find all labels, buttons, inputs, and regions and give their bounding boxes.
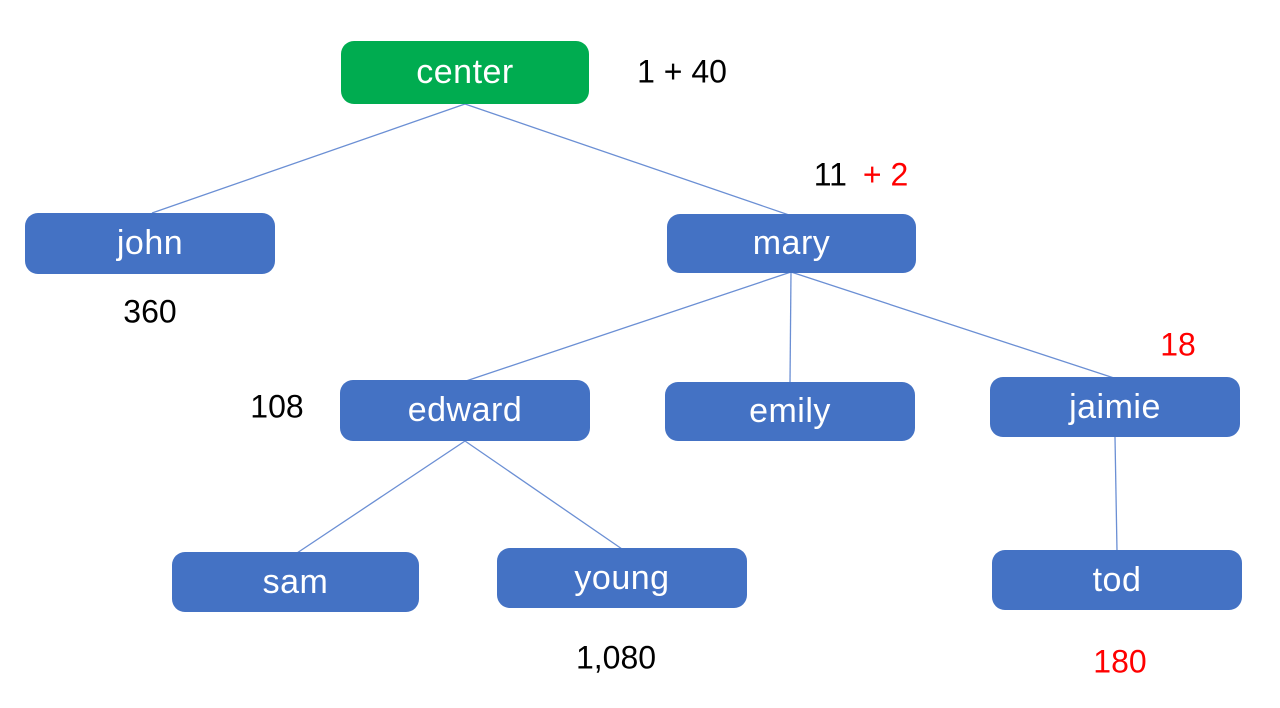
annotation-edward-value: 108 [250,388,304,425]
annotation-young-value: 1,080 [575,639,657,676]
connector-edward-sam [296,440,466,554]
connector-center-mary [464,103,790,216]
connector-mary-jaimie [790,271,1115,379]
annotation-center-value: 1 + 40 [637,53,727,90]
annotation-tod-value: 180 [1093,643,1147,680]
annotation-mary-value-added: + 2 [862,156,909,193]
connector-jaimie-tod [1114,436,1118,552]
connector-edward-young [464,440,623,550]
node-mary: mary [667,214,916,273]
connector-center-john [151,103,466,214]
connector-mary-edward [465,271,792,382]
annotation-mary-value: 11 + 2 [814,157,909,194]
connector-mary-emily [789,271,792,384]
node-center: center [341,41,589,104]
annotation-john-value: 360 [123,293,177,330]
node-jaimie: jaimie [990,377,1240,437]
annotation-jaimie-value: 18 [1160,326,1196,363]
node-sam: sam [172,552,419,612]
node-john: john [25,213,275,274]
node-young: young [497,548,747,608]
node-tod: tod [992,550,1242,610]
node-emily: emily [665,382,915,441]
node-edward: edward [340,380,590,441]
annotation-mary-value-base: 11 [813,156,847,193]
